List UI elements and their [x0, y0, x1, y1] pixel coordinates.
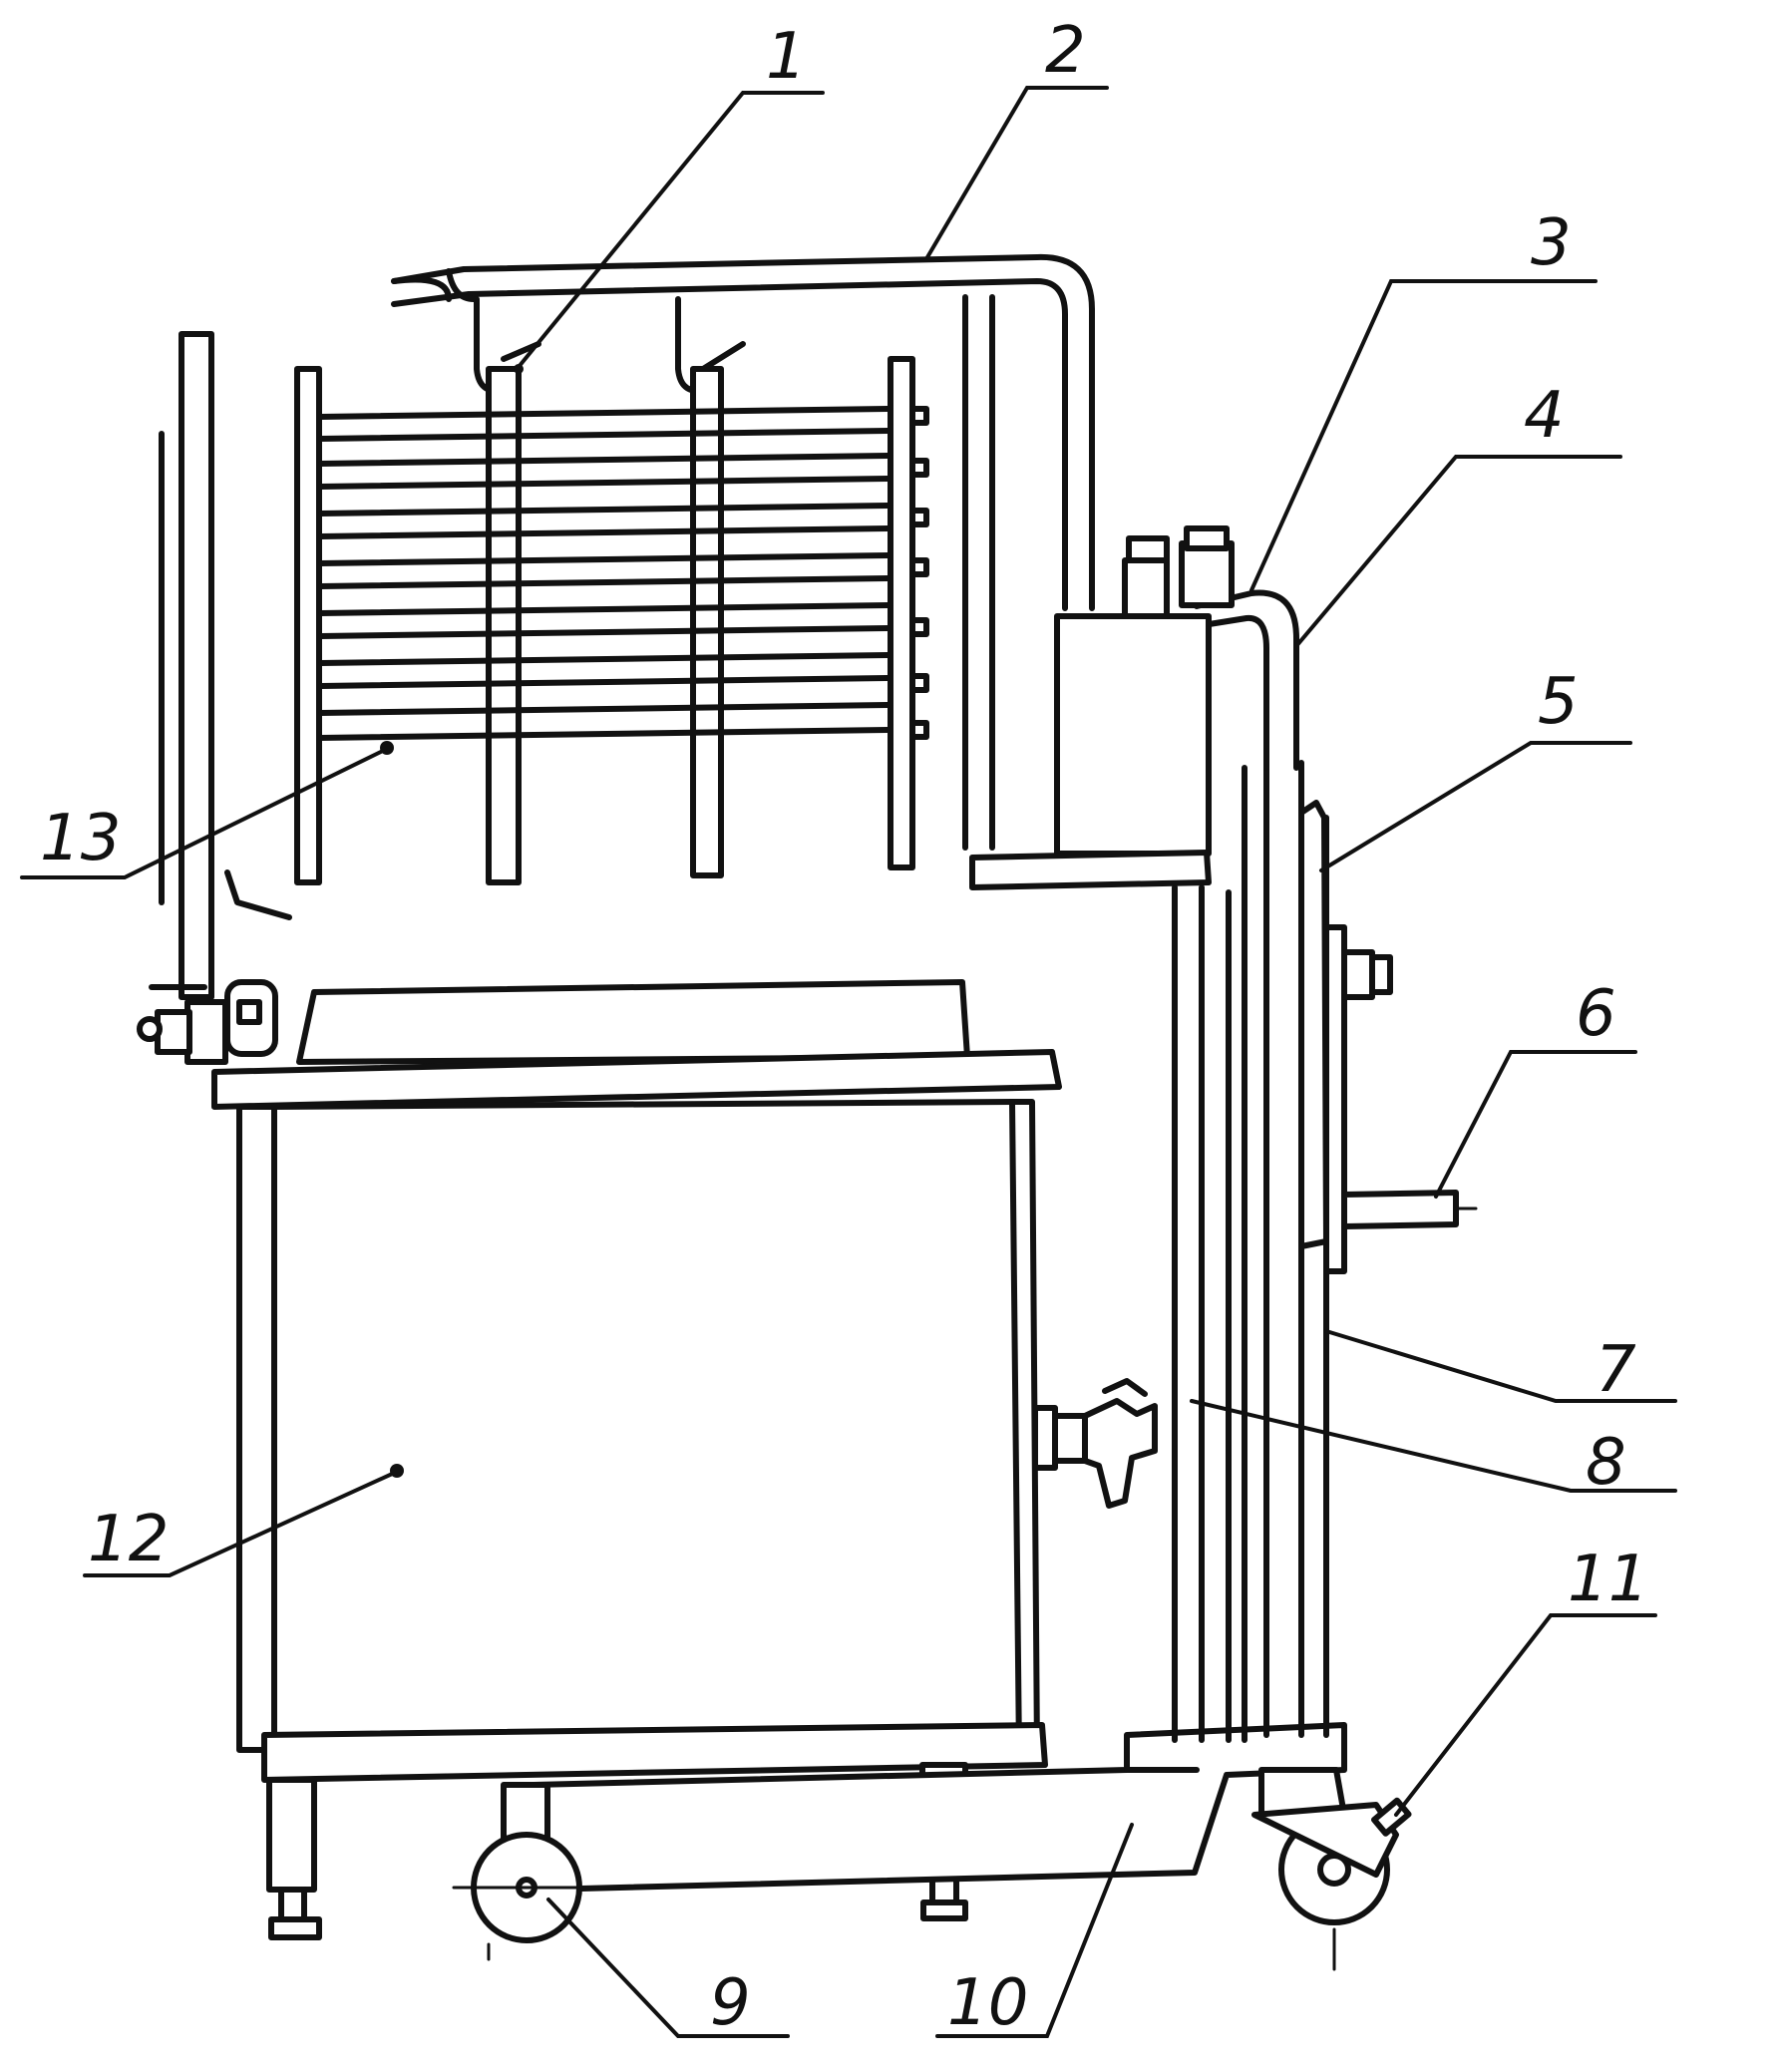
drain-valve [1032, 1378, 1158, 1509]
label-7: 7 [1596, 1333, 1636, 1407]
crank-handle [1341, 1190, 1478, 1229]
label-12: 12 [88, 1503, 169, 1576]
label-10: 10 [947, 1966, 1028, 2040]
label-5: 5 [1538, 665, 1579, 739]
label-11: 11 [1568, 1543, 1648, 1616]
electrode-assembly [294, 356, 929, 885]
gearbox [1298, 800, 1393, 1274]
base-frame [501, 1722, 1347, 1893]
label-9: 9 [710, 1966, 751, 2040]
label-8: 8 [1586, 1426, 1626, 1500]
label-2: 2 [1045, 14, 1086, 88]
motor-box [1054, 525, 1235, 857]
label-4: 4 [1524, 379, 1565, 453]
top-frame-rail [391, 253, 1095, 851]
column-platform [969, 850, 1212, 890]
label-13: 13 [40, 802, 121, 875]
lift-arm-tube [1194, 589, 1299, 771]
callout-lines [20, 86, 1677, 2038]
tank-body [211, 979, 1062, 1940]
label-1: 1 [766, 20, 807, 94]
label-6: 6 [1576, 977, 1616, 1051]
front-wheel [452, 1832, 600, 1961]
tank-lid [149, 331, 292, 1000]
lid-hinge [137, 979, 278, 1065]
label-3: 3 [1531, 206, 1572, 280]
callout-labels: 1 2 3 4 5 6 7 8 9 10 11 12 13 [40, 14, 1648, 2040]
rear-caster [1251, 1767, 1412, 1971]
